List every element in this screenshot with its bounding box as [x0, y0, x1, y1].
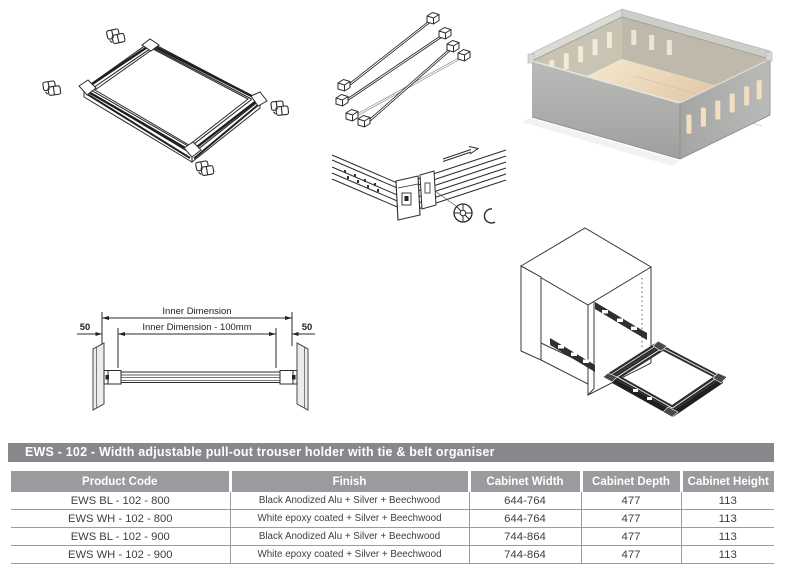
shadow [522, 118, 680, 166]
table-row: EWS BL - 102 - 900 Black Anodized Alu + … [11, 527, 774, 546]
rail-roller-detail-drawing [330, 143, 508, 248]
c-clip-icon [483, 208, 496, 224]
dim-50-right: 50 [292, 322, 315, 336]
bars [346, 17, 465, 122]
left-rail [331, 154, 403, 210]
front-right-wall [679, 58, 771, 159]
frame-ring [78, 38, 268, 158]
direction-arrow-icon [442, 146, 480, 162]
dim-inner-minus-label: Inner Dimension - 100mm [142, 322, 251, 333]
frame-side-faces [83, 88, 261, 164]
cell-product-code: EWS WH - 102 - 800 [11, 509, 230, 528]
telescopic-rail [103, 370, 298, 385]
front-left-wall [531, 60, 681, 159]
width-dimension-drawing: Inner Dimension Inner Dimension - 100mm … [45, 292, 320, 427]
dim-inner: Inner Dimension [102, 306, 292, 320]
leader-line [434, 190, 457, 207]
column-header-cabinet-depth: Cabinet Depth [579, 471, 681, 492]
mounting-clip-icon [105, 27, 126, 46]
cell-product-code: EWS BL - 102 - 800 [11, 492, 230, 510]
dim-50-right-label: 50 [302, 322, 313, 333]
cabinet-rails [550, 302, 647, 372]
cell-finish: Black Anodized Alu + Silver + Beechwood [229, 492, 469, 510]
column-header-cabinet-height: Cabinet Height [679, 471, 774, 492]
rail-holes [344, 170, 379, 192]
roller-wheel-icon [453, 203, 473, 223]
column-header-finish: Finish [228, 471, 469, 492]
cell-cabinet-depth: 477 [580, 509, 681, 528]
column-header-product-code: Product Code [11, 471, 230, 492]
cell-cabinet-width: 644-764 [468, 492, 581, 510]
corner-connector [395, 170, 437, 221]
frame-with-corner-clips-drawing [30, 8, 310, 193]
column-header-cabinet-width: Cabinet Width [467, 471, 581, 492]
cell-product-code: EWS WH - 102 - 900 [11, 545, 230, 564]
metal-drawer-box-photo [512, 5, 797, 175]
cell-finish: White epoxy coated + Silver + Beechwood [229, 545, 469, 564]
cell-cabinet-depth: 477 [580, 492, 681, 510]
dim-inner-label: Inner Dimension [162, 306, 231, 317]
cell-cabinet-depth: 477 [580, 545, 681, 564]
dim-50-left: 50 [77, 322, 102, 336]
box-edges [527, 16, 773, 160]
cell-cabinet-height: 113 [680, 492, 774, 510]
cell-cabinet-depth: 477 [580, 527, 681, 546]
cell-finish: Black Anodized Alu + Silver + Beechwood [229, 527, 469, 546]
table-row: EWS BL - 102 - 800 Black Anodized Alu + … [11, 492, 774, 510]
cell-cabinet-width: 744-864 [468, 527, 581, 546]
product-spec-table: Product Code Finish Cabinet Width Cabine… [11, 471, 774, 564]
cabinet-with-pullout-drawing [490, 225, 800, 433]
product-title-banner: EWS - 102 - Width adjustable pull-out tr… [8, 443, 774, 462]
cabinet-body [520, 227, 652, 397]
table-row: EWS WH - 102 - 900 White epoxy coated + … [11, 545, 774, 564]
extension-lines [101, 312, 293, 368]
cell-cabinet-width: 744-864 [468, 545, 581, 564]
cell-cabinet-height: 113 [680, 545, 774, 564]
header-row: Product Code Finish Cabinet Width Cabine… [11, 471, 774, 492]
mounting-clip-icon [270, 99, 290, 117]
cell-product-code: EWS BL - 102 - 900 [11, 527, 230, 546]
cell-finish: White epoxy coated + Silver + Beechwood [229, 509, 469, 528]
dim-inner-minus: Inner Dimension - 100mm [118, 322, 276, 336]
product-title: EWS - 102 - Width adjustable pull-out tr… [25, 445, 495, 459]
side-panels [92, 342, 309, 411]
dim-50-left-label: 50 [80, 322, 91, 333]
cell-cabinet-height: 113 [680, 509, 774, 528]
mounting-clip-icon [42, 79, 62, 97]
trouser-bars-drawing [330, 0, 505, 140]
cell-cabinet-height: 113 [680, 527, 774, 546]
pullout-frame [602, 340, 728, 418]
mounting-clip-icon [194, 159, 215, 178]
table-row: EWS WH - 102 - 800 White epoxy coated + … [11, 509, 774, 528]
cell-cabinet-width: 644-764 [468, 509, 581, 528]
